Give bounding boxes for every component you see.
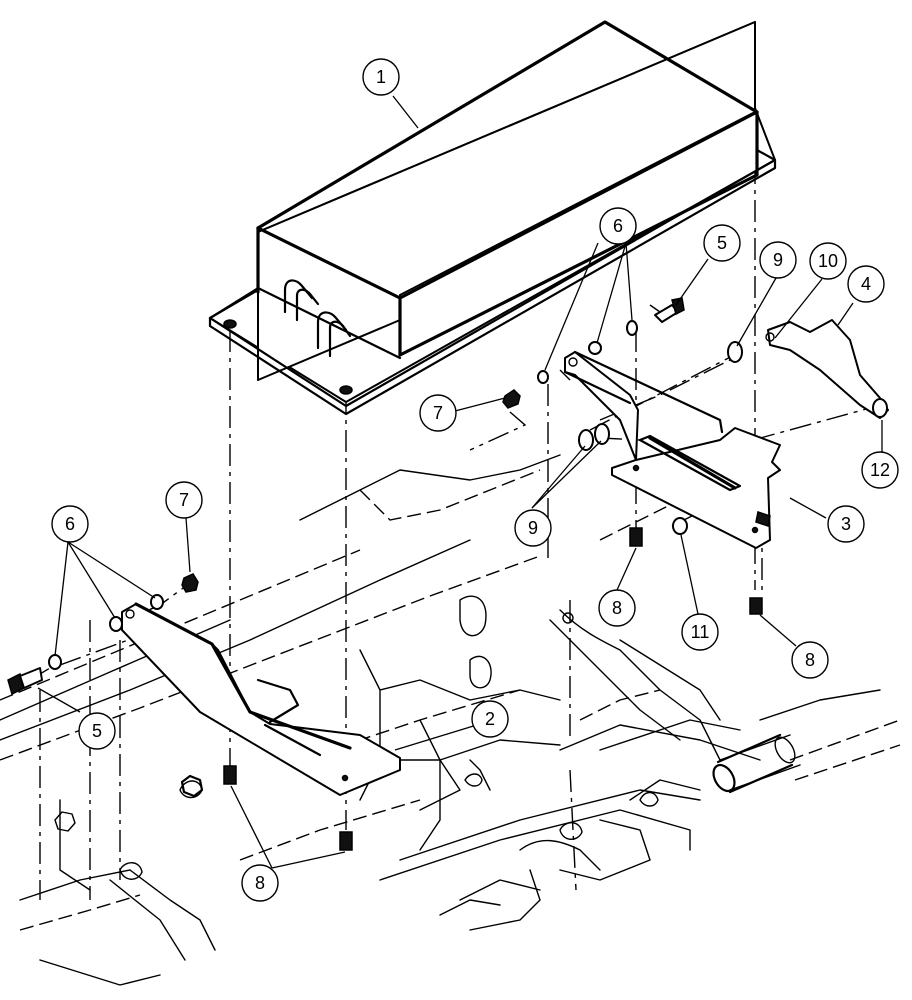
bracket-left (121, 602, 401, 796)
washer-icon (588, 341, 602, 355)
callout-5a: 5 (703, 224, 741, 262)
callout-12: 12 (861, 451, 899, 489)
callout-5b: 5 (78, 712, 116, 750)
callout-9b: 9 (514, 509, 552, 547)
callouts: 1 2 3 4 5 5 6 6 7 7 8 8 8 9 9 10 11 12 (51, 58, 899, 902)
svg-text:5: 5 (717, 233, 727, 253)
svg-text:1: 1 (376, 67, 386, 87)
svg-text:9: 9 (773, 250, 783, 270)
svg-text:8: 8 (612, 598, 622, 618)
bolt-icon (19, 667, 43, 689)
callout-10: 10 (809, 242, 847, 280)
callout-1: 1 (362, 58, 400, 96)
bolt-icon (671, 297, 685, 316)
svg-text:12: 12 (870, 460, 890, 480)
bolt-icon (749, 597, 763, 615)
chassis-frame (0, 454, 901, 986)
svg-text:8: 8 (805, 650, 815, 670)
callout-8a: 8 (598, 589, 636, 627)
svg-text:6: 6 (613, 216, 623, 236)
callout-9a: 9 (759, 241, 797, 279)
washer-icon (594, 423, 610, 445)
washer-icon (150, 594, 164, 610)
svg-text:5: 5 (92, 721, 102, 741)
bracket-right (563, 350, 781, 549)
svg-text:9: 9 (528, 518, 538, 538)
callout-2: 2 (471, 700, 509, 738)
bracket-small (765, 319, 889, 419)
hardware (7, 297, 763, 851)
callout-6b: 6 (51, 505, 89, 543)
nut-icon (502, 389, 521, 409)
washer-icon (537, 370, 549, 384)
leader-lines (37, 95, 883, 869)
washer-icon (578, 429, 594, 451)
callout-4: 4 (847, 265, 885, 303)
svg-text:10: 10 (818, 251, 838, 271)
svg-text:7: 7 (179, 490, 189, 510)
callout-8c: 8 (241, 864, 279, 902)
callout-11: 11 (681, 613, 719, 651)
svg-text:3: 3 (841, 514, 851, 534)
washer-icon (109, 616, 123, 632)
callout-8b: 8 (791, 641, 829, 679)
svg-text:8: 8 (255, 873, 265, 893)
svg-text:7: 7 (433, 403, 443, 423)
washer-icon (672, 517, 688, 535)
svg-text:11: 11 (691, 622, 710, 642)
svg-text:2: 2 (485, 709, 495, 729)
housing-box (208, 20, 777, 416)
svg-text:4: 4 (861, 274, 871, 294)
svg-text:6: 6 (65, 514, 75, 534)
washer-icon (727, 341, 743, 363)
bolt-icon (339, 831, 353, 851)
callout-7a: 7 (419, 394, 457, 432)
bolt-icon (223, 765, 237, 785)
washer-icon (626, 320, 638, 336)
callout-3: 3 (827, 505, 865, 543)
nut-icon (181, 573, 199, 593)
bolt-icon (629, 527, 643, 547)
washer-icon (48, 654, 62, 670)
callout-6a: 6 (599, 207, 637, 245)
callout-7b: 7 (165, 481, 203, 519)
